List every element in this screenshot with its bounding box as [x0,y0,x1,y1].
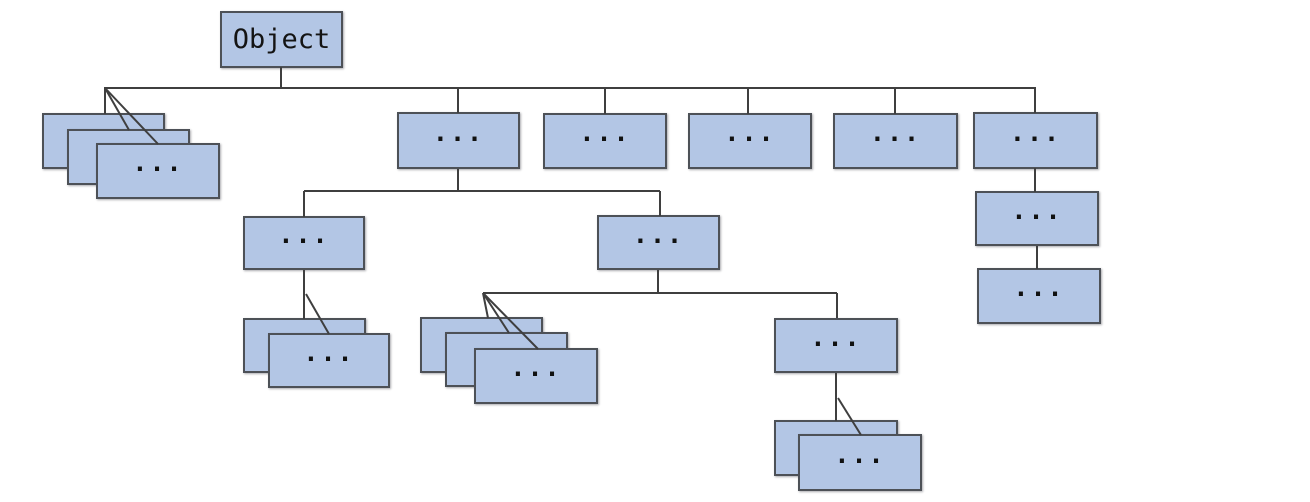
level4-stack-front-box: ... [798,434,922,491]
right-chain-node-1-label: ... [1011,195,1063,225]
level1-node-5-label: ... [869,118,922,147]
level2-node-right: ... [597,215,720,270]
level1-stack-label: ... [132,148,184,177]
level1-node-3-label: ... [579,118,631,147]
level3-mid-stack-front-box: ... [474,348,598,404]
level2-node-left-label: ... [278,220,330,249]
level1-node-4: ... [688,113,812,169]
right-chain-node-1: ... [975,191,1099,246]
level1-node-2-label: ... [432,117,485,147]
level1-node-3: ... [543,113,667,169]
root-node-label: Object [232,24,331,55]
level3-mid-stack-label: ... [510,353,562,382]
level1-node-6: ... [973,112,1098,169]
level1-node-5: ... [833,113,958,169]
right-chain-node-2-label: ... [1013,273,1065,302]
level3-node-right: ... [774,318,898,373]
level2-node-right-label: ... [632,219,685,249]
level2-node-left: ... [243,216,365,270]
root-node-object: Object [220,11,343,68]
level1-node-4-label: ... [724,118,776,147]
level4-stack-label: ... [834,439,886,469]
level3-left-stack-label: ... [303,337,355,367]
level1-node-2: ... [397,112,520,169]
level1-node-6-label: ... [1009,117,1062,147]
level1-stack-front-box: ... [96,143,220,199]
level3-node-right-label: ... [810,322,862,352]
right-chain-node-2: ... [977,268,1101,324]
level3-left-stack-front-box: ... [268,333,390,388]
